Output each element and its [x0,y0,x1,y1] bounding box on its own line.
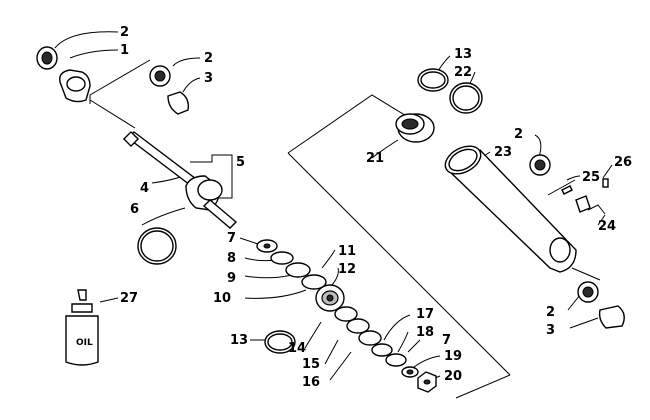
callout-label: 21 [366,151,384,166]
shock-body-part [444,145,577,273]
callout-label: 22 [454,65,472,80]
upper-seal-ring [417,68,449,92]
lower-washer-stack [334,306,437,393]
bushing-part [36,46,58,70]
callout-labels: 2 1 2 3 5 4 6 7 8 9 10 11 12 13 14 15 16… [120,25,632,390]
right-shock-parts [395,68,625,329]
lower-bushing-parts [577,281,625,329]
callout-label: 4 [140,181,149,196]
callout-label: 11 [338,244,356,259]
callout-label: 25 [582,170,600,185]
callout-label: 5 [236,155,245,170]
piston-shaft-part [122,130,238,229]
callout-label: 10 [213,291,231,306]
callout-label: 7 [442,333,451,348]
oil-bottle-part: OIL [65,289,99,366]
callout-label: 2 [514,127,523,142]
right-bushing-part [529,154,551,176]
callout-label: 1 [120,43,129,58]
callout-label: 20 [444,369,462,384]
callout-label: 7 [227,231,236,246]
callout-label: 16 [302,375,320,390]
callout-label: 6 [130,202,139,217]
callout-label: 15 [302,357,320,372]
callout-label: 8 [227,251,236,266]
callout-label: 18 [416,325,434,340]
callout-label: 17 [416,307,434,322]
valve-parts [561,178,609,213]
callout-label: 27 [120,291,138,306]
callout-label: 13 [230,333,248,348]
left-shock-parts [36,46,437,393]
callout-label: 13 [454,47,472,62]
callout-label: 12 [338,262,356,277]
callout-label: 14 [288,341,306,356]
callout-label: 2 [120,25,129,40]
callout-label: 2 [546,305,555,320]
eyelet-part [59,69,91,103]
reservoir-cap-part [395,113,435,143]
bushing-sleeve-part [149,65,190,115]
callout-label: 23 [494,145,512,160]
callout-label: 2 [204,51,213,66]
o-ring-part [137,227,177,265]
piston-part [315,284,345,312]
upper-o-ring [449,82,483,114]
seal-ring-part [264,330,296,354]
valve-washer-stack [256,239,327,290]
callout-label: 3 [546,323,555,338]
callout-label: 24 [598,219,616,234]
oil-label-text: OIL [76,338,93,348]
callout-label: 26 [614,155,632,170]
callout-label: 9 [227,271,236,286]
callout-label: 19 [444,349,462,364]
callout-label: 3 [204,71,213,86]
